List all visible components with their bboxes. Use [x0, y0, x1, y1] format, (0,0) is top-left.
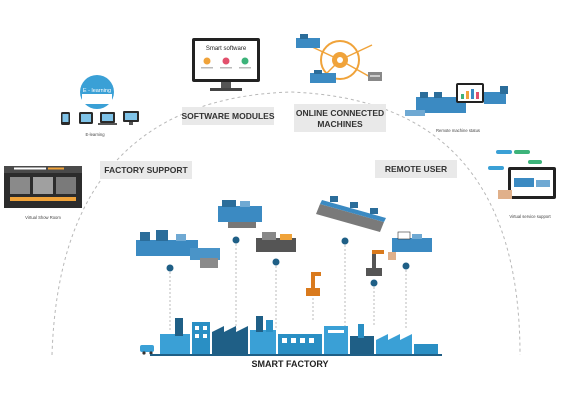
sawtooth-factory — [212, 326, 248, 354]
center-machine — [256, 232, 296, 252]
smart-software-monitor: Smart software — [192, 38, 260, 91]
smart-factory-title: SMART FACTORY — [251, 359, 328, 369]
svg-text:REMOTE USER: REMOTE USER — [385, 164, 447, 174]
node-dot — [232, 236, 240, 244]
node-dot — [402, 262, 410, 270]
dashed-dome-arc — [51, 91, 521, 356]
showroom-photo — [33, 177, 53, 194]
chat-bubble-icon — [514, 150, 530, 154]
svg-text:FACTORY SUPPORT: FACTORY SUPPORT — [104, 165, 188, 175]
label-box — [100, 161, 192, 179]
label-box — [294, 104, 386, 132]
ground-line — [150, 354, 442, 356]
chimney — [358, 324, 364, 338]
virtual-service-support-group: Virtual service support — [488, 150, 556, 219]
chimney — [256, 316, 263, 332]
svg-text:ONLINE CONNECTED: ONLINE CONNECTED — [296, 108, 384, 118]
online-machines-hub — [296, 34, 382, 83]
node-dot — [166, 264, 174, 272]
factory-skyline — [140, 316, 442, 356]
connector-lines — [169, 240, 407, 330]
remote-machine-status-caption: Remote machine status — [436, 128, 480, 133]
sawtooth-factory — [376, 334, 412, 354]
label-box — [375, 160, 457, 178]
packaging-machine — [218, 200, 262, 228]
machine-icon — [296, 38, 320, 48]
chimney — [175, 318, 183, 336]
hub-ring — [320, 40, 360, 80]
svg-text:SOFTWARE MODULES: SOFTWARE MODULES — [181, 111, 274, 121]
node-dot — [272, 258, 280, 266]
module-icon-red — [222, 57, 230, 65]
virtual-showroom-group: Virtual Show Room — [4, 166, 82, 220]
virtual-showroom-caption: Virtual Show Room — [25, 215, 61, 220]
module-icon-green — [241, 57, 249, 65]
production-line-icon — [416, 97, 466, 113]
node-dot — [370, 279, 378, 287]
industrial-robot-right — [366, 250, 384, 276]
connector-nodes — [166, 236, 410, 287]
monitor-title: Smart software — [206, 46, 247, 52]
production-line-left — [136, 230, 220, 268]
workstation-right — [388, 231, 432, 260]
hand-icon — [498, 190, 512, 199]
virtual-service-support-caption: Virtual service support — [509, 214, 551, 219]
svg-text:MACHINES: MACHINES — [317, 119, 363, 129]
showroom-photo — [56, 177, 76, 194]
factory-support-label: FACTORY SUPPORT — [100, 161, 192, 179]
truck-icon — [140, 345, 154, 352]
industrial-robot-left — [306, 272, 321, 296]
module-icon-orange — [203, 57, 211, 65]
remote-user-label: REMOTE USER — [375, 160, 457, 178]
node-dot — [341, 237, 349, 245]
showroom-photo — [10, 177, 30, 194]
label-box — [182, 107, 274, 125]
chat-bubble-icon — [488, 166, 504, 170]
elearning-group: E - learning E-learning — [61, 75, 139, 137]
remote-machine-status-group: Remote machine status — [405, 83, 508, 133]
monitor-neck — [221, 82, 231, 88]
chimney — [266, 320, 273, 332]
elearning-bubble-text: E - learning — [83, 88, 111, 94]
software-modules-label: SOFTWARE MODULES — [181, 107, 275, 125]
chat-bubble-icon — [528, 160, 542, 164]
elearning-caption: E-learning — [85, 132, 105, 137]
machine-icon — [310, 73, 336, 83]
chat-bubble-icon — [496, 150, 512, 154]
conveyor-line-right — [316, 196, 386, 232]
online-connected-machines-label: ONLINE CONNECTED MACHINES — [294, 104, 386, 132]
monitor-stand — [210, 88, 242, 91]
